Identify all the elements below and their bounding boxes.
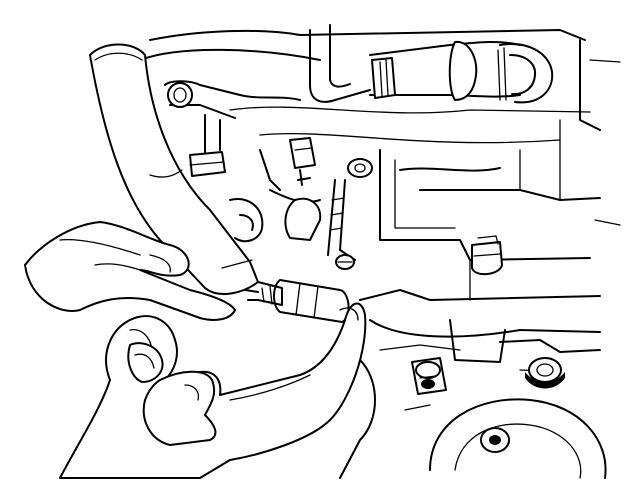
- upper-pipe: [309, 24, 554, 104]
- mounting-bolts: [411, 357, 565, 395]
- lower-hand: [142, 370, 217, 446]
- pulley-disc: [404, 398, 607, 479]
- hose-connector: [244, 279, 350, 323]
- engine-block: [139, 29, 621, 479]
- cap-fitting: [471, 235, 503, 276]
- elbow-pipe: [164, 80, 301, 177]
- disconnected-hose: [89, 43, 259, 296]
- left-hand: [24, 221, 236, 321]
- center-components: [229, 137, 373, 270]
